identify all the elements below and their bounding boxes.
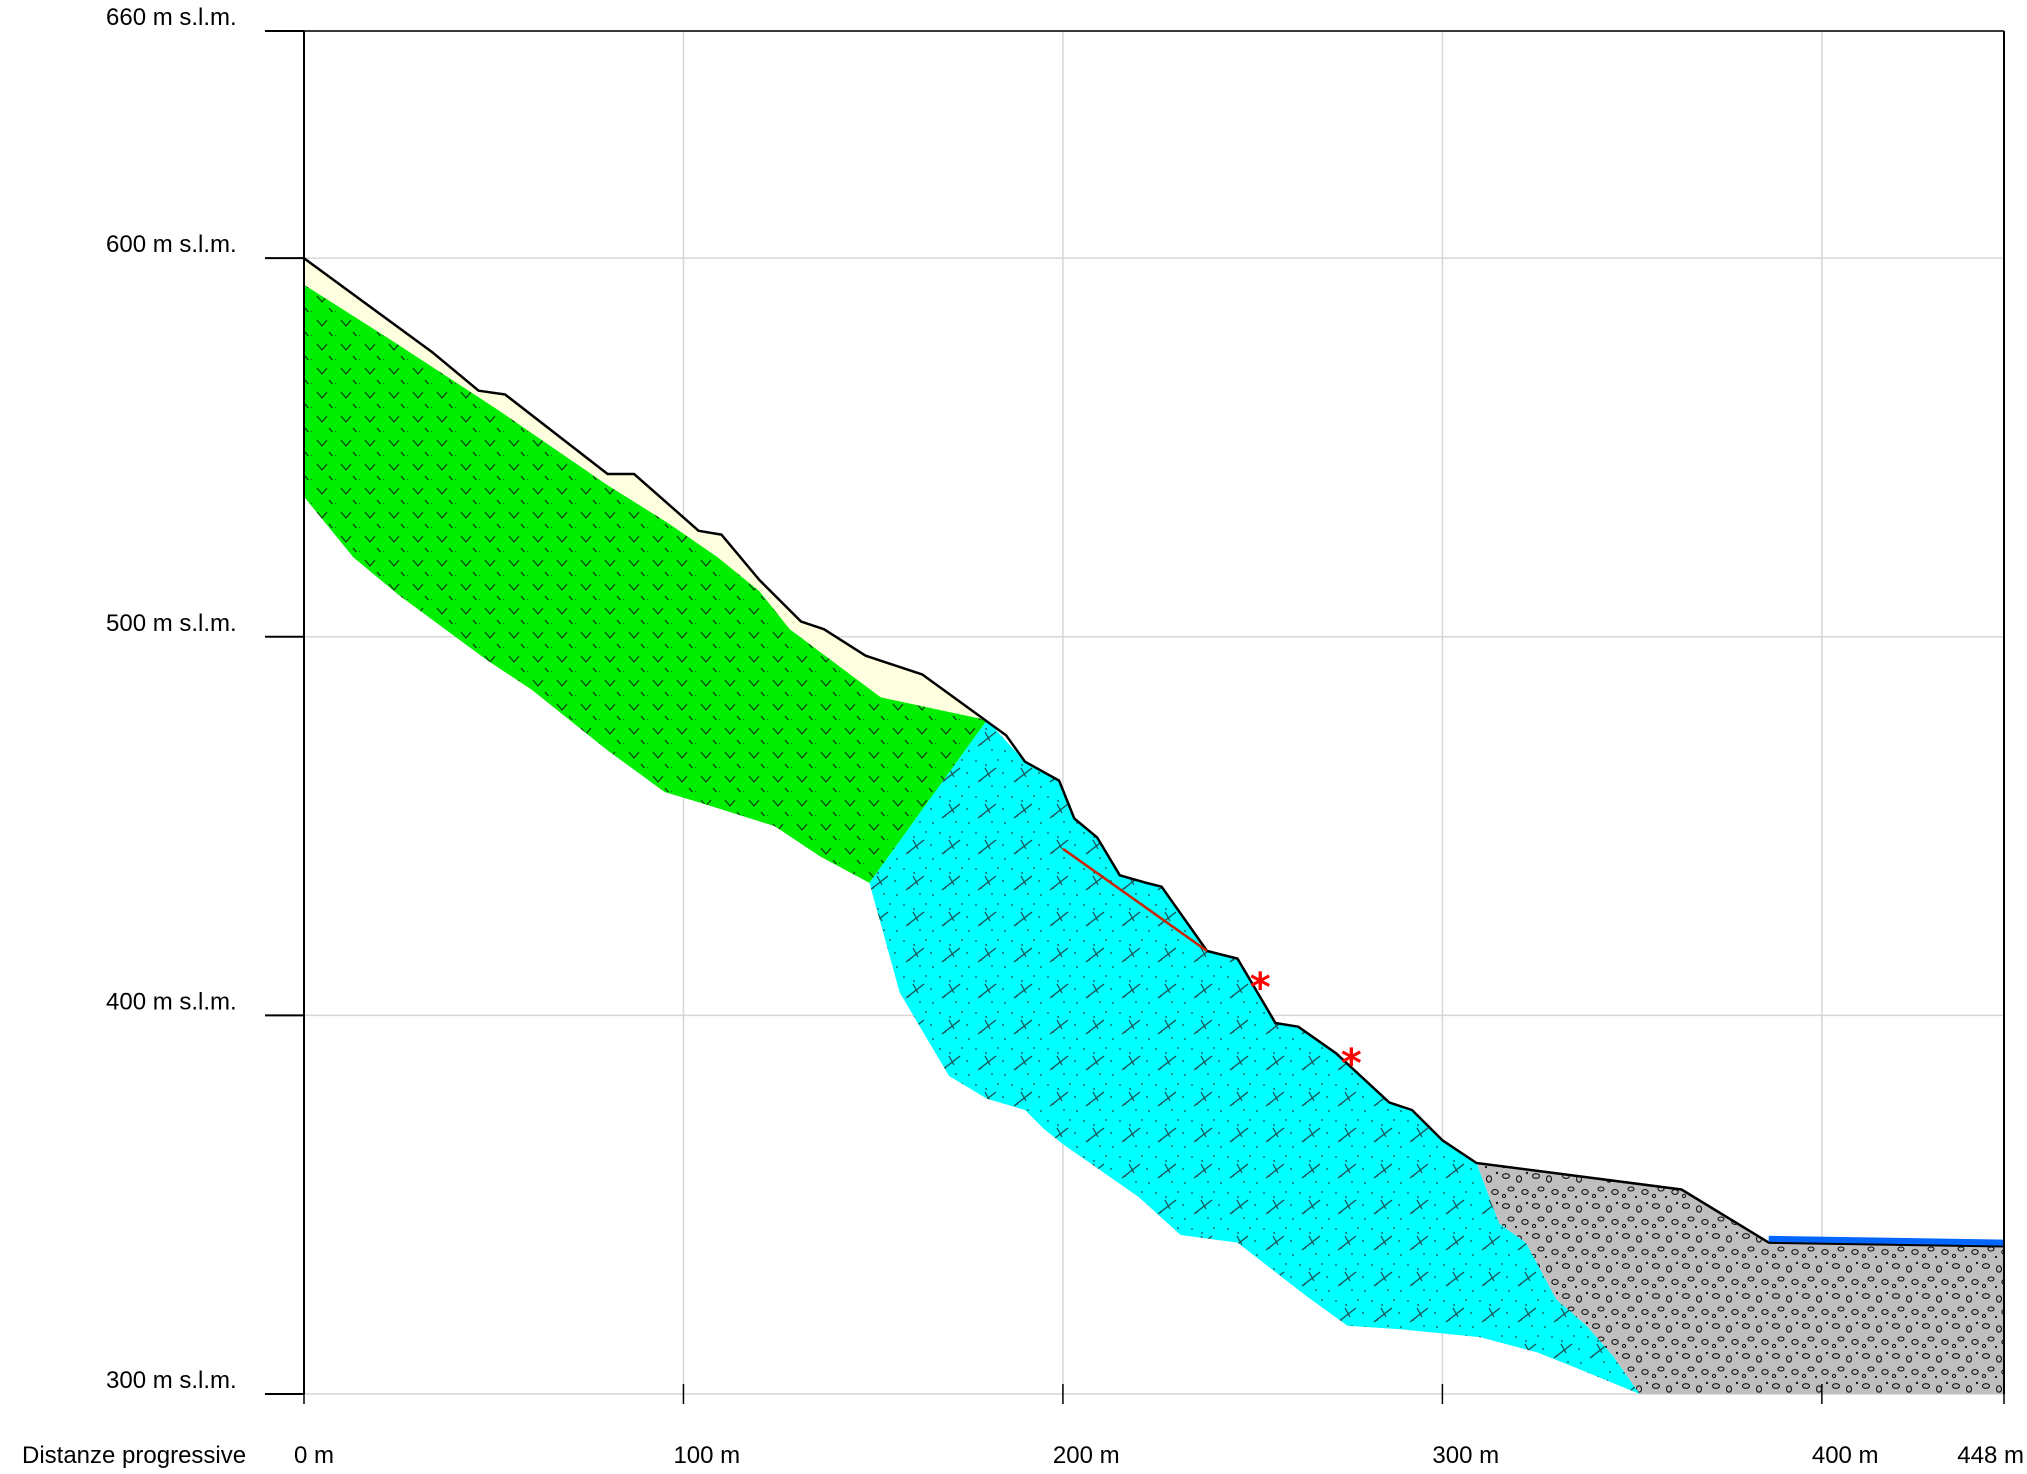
x-axis-title: Distanze progressive [22, 1442, 246, 1469]
axes [265, 30, 2005, 1404]
x-tick-label-100: 100 m [673, 1442, 740, 1469]
red-trace-line [1062, 847, 1208, 953]
y-tick-label-660: 660 m s.l.m. [106, 4, 237, 31]
marker-star-1: * [1250, 965, 1271, 1011]
y-tick-label-600: 600 m s.l.m. [106, 231, 237, 258]
green-unit-pattern [304, 284, 987, 883]
grey-deposit-pattern [1476, 1163, 2004, 1394]
y-tick-label-500: 500 m s.l.m. [106, 610, 237, 637]
x-tick-label-300: 300 m [1432, 1442, 1499, 1469]
tick-labels: 660 m s.l.m. 600 m s.l.m. 500 m s.l.m. 400 … [106, 4, 2024, 1469]
cyan-unit-pattern [869, 720, 1640, 1394]
x-tick-label-448: 448 m [1957, 1442, 2024, 1469]
x-tick-label-200: 200 m [1053, 1442, 1120, 1469]
water-surface-line [1768, 1235, 2005, 1246]
x-tick-label-0: 0 m [294, 1442, 334, 1469]
geological-layers [304, 258, 2004, 1394]
ground-profile-line [303, 257, 2005, 1248]
marker-star-2: * [1341, 1041, 1362, 1087]
y-tick-label-400: 400 m s.l.m. [106, 988, 237, 1015]
surface-deposit-layer-area [304, 258, 987, 721]
x-tick-label-400: 400 m [1812, 1442, 1879, 1469]
y-tick-label-300: 300 m s.l.m. [106, 1367, 237, 1394]
profile-overlays: ** [303, 257, 2005, 1248]
